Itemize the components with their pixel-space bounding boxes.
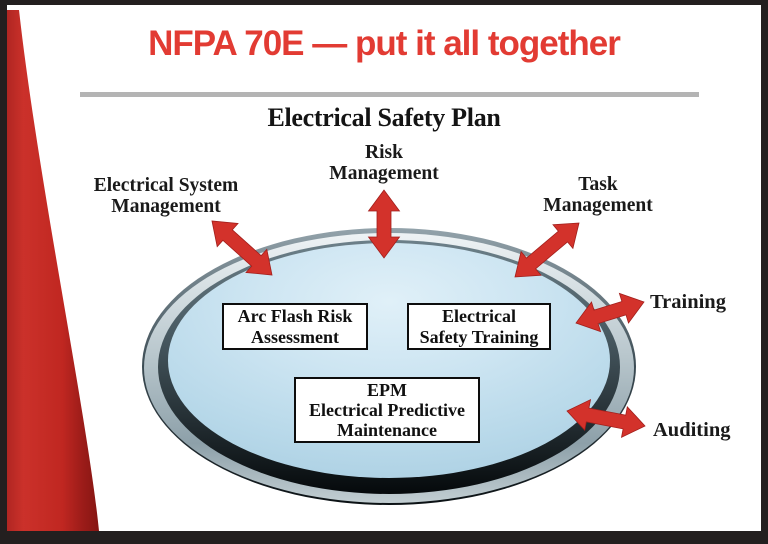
arrow-auditing: [566, 398, 646, 439]
label-electrical-system-management: Electrical System Management: [93, 175, 239, 217]
safety-plate-ellipse: [142, 228, 636, 505]
arrow-task-management: [514, 222, 580, 278]
double-arrows: [211, 189, 646, 439]
label-training: Training: [650, 291, 726, 314]
arrow-electrical-system-management: [211, 220, 273, 276]
box-electrical-safety-training: Electrical Safety Training: [407, 303, 551, 350]
plate-interior: [168, 243, 610, 478]
label-task-management: Task Management: [543, 174, 653, 216]
arrow-training: [575, 292, 645, 333]
box-epm-electrical-predictive-maintenance: EPM Electrical Predictive Maintenance: [294, 377, 480, 443]
box-arc-flash-risk-assessment: Arc Flash Risk Assessment: [222, 303, 368, 350]
slide-title: NFPA 70E — put it all together: [148, 24, 621, 63]
title-divider: [80, 92, 699, 97]
arrow-risk-management: [367, 189, 401, 259]
plan-heading: Electrical Safety Plan: [267, 103, 501, 132]
label-risk-management: Risk Management: [329, 142, 439, 184]
label-auditing: Auditing: [653, 419, 731, 442]
red-accent-wedge: [7, 10, 99, 531]
